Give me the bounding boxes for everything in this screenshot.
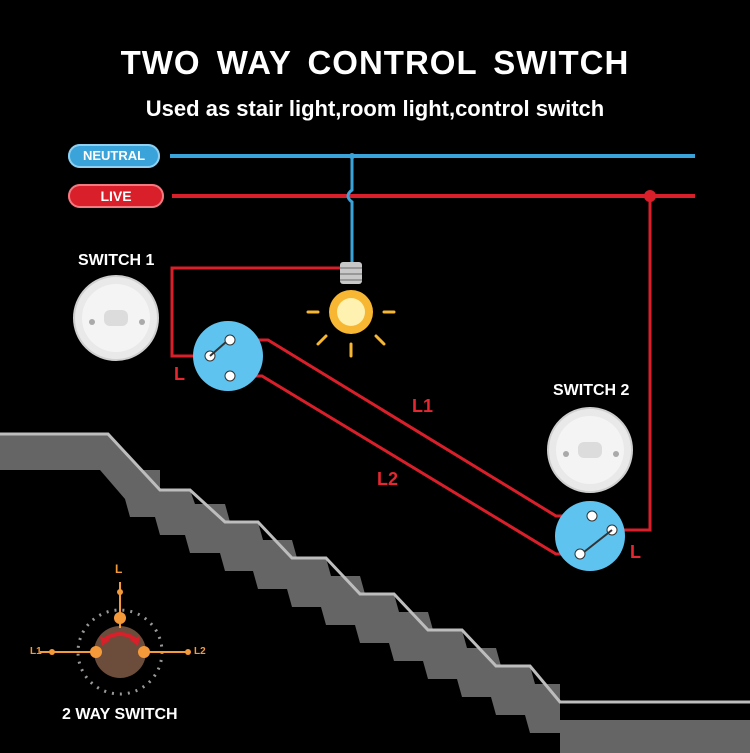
two-way-switch-legend-icon <box>40 582 191 696</box>
two-way-switch-label: 2 WAY SWITCH <box>62 706 178 723</box>
l2-wire-label: L2 <box>377 469 399 489</box>
switch1-label: SWITCH 1 <box>78 252 155 269</box>
switch1-to-bulb-wire <box>170 266 346 358</box>
neutral-label: NEUTRAL <box>68 144 160 168</box>
staircase <box>0 432 750 753</box>
live-drop-wire <box>612 196 652 532</box>
legend-top-terminal: L <box>115 562 123 576</box>
switch1-schematic <box>193 321 263 391</box>
page-title: TWO WAY CONTROL SWITCH <box>120 44 630 81</box>
light-bulb-icon <box>306 262 396 358</box>
switch2-schematic <box>555 501 625 571</box>
switch1-terminal-label: L <box>174 364 185 384</box>
neutral-drop-wire <box>346 156 354 262</box>
l1-wire-label: L1 <box>412 396 434 416</box>
switch2-label: SWITCH 2 <box>553 382 630 399</box>
l2-traveler-wire <box>228 374 580 556</box>
switch1-icon <box>73 275 159 361</box>
legend-left-terminal: L1 <box>30 646 42 657</box>
switch2-terminal-label: L <box>630 542 641 562</box>
legend-right-terminal: L2 <box>194 646 206 657</box>
switch2-icon <box>547 407 633 493</box>
page-subtitle: Used as stair light,room light,control s… <box>145 96 605 121</box>
live-label: LIVE <box>68 184 164 208</box>
l1-traveler-wire <box>228 338 592 518</box>
